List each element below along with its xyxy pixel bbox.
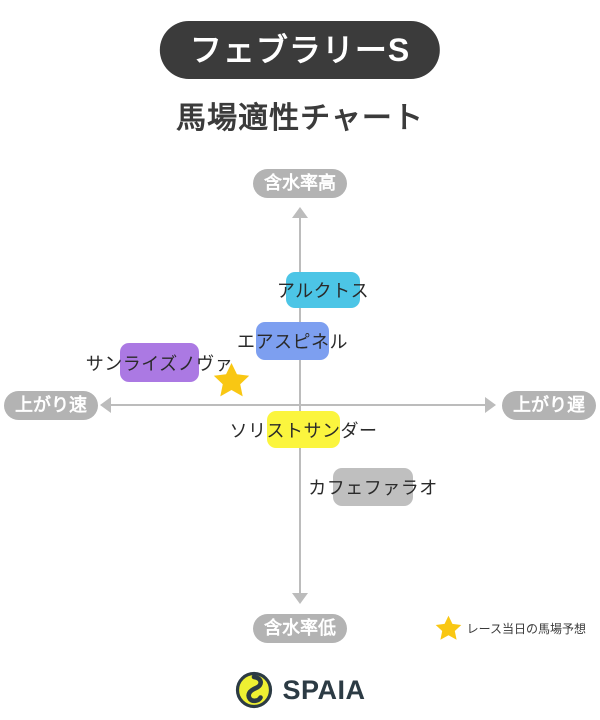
brand-logo: SPAIA bbox=[0, 670, 600, 710]
legend-star-icon bbox=[435, 615, 461, 640]
chart-subtitle: 馬場適性チャート bbox=[176, 102, 424, 135]
legend-label: レース当日の馬場予想 bbox=[466, 621, 586, 636]
race-title-pill: フェブラリーS bbox=[159, 21, 441, 79]
horse-label-4: カフェファラオ bbox=[308, 468, 437, 506]
brand-name: SPAIA bbox=[282, 674, 366, 705]
legend: レース当日の馬場予想 bbox=[435, 615, 586, 641]
horse-label-0: アルクトス bbox=[277, 272, 369, 308]
horse-label-1: エアスピネル bbox=[237, 322, 348, 360]
axis-arrow-right-icon bbox=[485, 397, 496, 413]
horse-label-2: サンライズノヴァ bbox=[86, 343, 233, 382]
spaia-logo-icon bbox=[236, 671, 273, 709]
forecast-star-shape bbox=[213, 363, 250, 397]
axis-label-moisture-low: 含水率低 bbox=[253, 614, 347, 643]
logo-s-swirl bbox=[246, 674, 264, 704]
axis-label-finish-fast: 上がり速 bbox=[4, 391, 98, 420]
legend-star-shape bbox=[435, 615, 461, 640]
axis-label-moisture-high: 含水率高 bbox=[253, 169, 347, 198]
forecast-star-icon bbox=[213, 363, 250, 397]
axis-arrow-down-icon bbox=[292, 593, 308, 604]
horizontal-axis-line bbox=[110, 404, 486, 406]
axis-arrow-left-icon bbox=[100, 397, 111, 413]
axis-label-finish-slow: 上がり遅 bbox=[502, 391, 596, 420]
horse-label-3: ソリストサンダー bbox=[230, 411, 377, 448]
axis-arrow-up-icon bbox=[292, 207, 308, 218]
